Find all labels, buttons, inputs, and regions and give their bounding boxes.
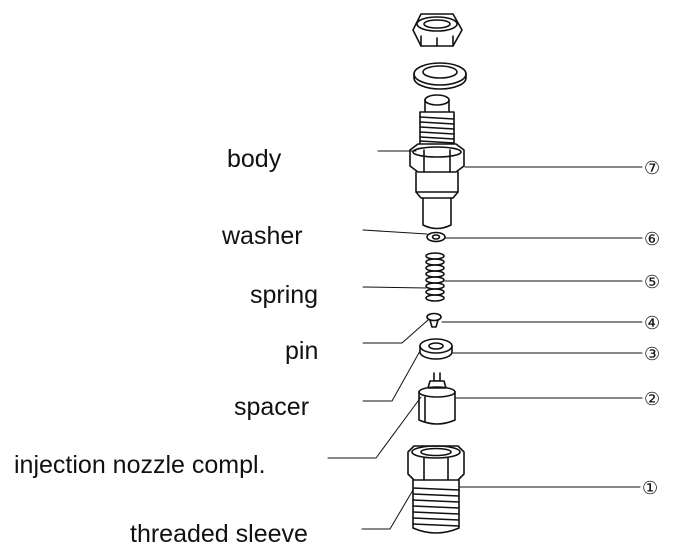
label-pin: pin	[285, 337, 319, 365]
label-washer: washer	[222, 222, 303, 250]
callout-5: ⑤	[644, 272, 660, 293]
callout-1: ①	[642, 478, 658, 499]
pin-part	[426, 312, 442, 328]
label-threaded-sleeve: threaded sleeve	[130, 520, 308, 548]
callout-6: ⑥	[644, 229, 660, 250]
body-part	[409, 94, 465, 230]
nut-part	[412, 13, 463, 47]
injection-nozzle-part	[418, 372, 456, 425]
label-spacer: spacer	[234, 393, 310, 421]
washer-part	[426, 231, 446, 243]
label-body: body	[227, 145, 282, 173]
sealing-ring-part	[413, 62, 467, 90]
callout-7: ⑦	[644, 158, 660, 179]
right-leader-lines	[441, 166, 643, 488]
left-leader-lines	[327, 150, 429, 530]
callout-4: ④	[644, 313, 660, 334]
label-injection-nozzle: injection nozzle compl.	[14, 451, 266, 479]
spring-part	[425, 252, 445, 302]
callout-2: ②	[644, 389, 660, 410]
spacer-part	[419, 338, 453, 360]
threaded-sleeve-part	[407, 445, 465, 534]
label-spring: spring	[250, 281, 319, 309]
callout-3: ③	[644, 344, 660, 365]
